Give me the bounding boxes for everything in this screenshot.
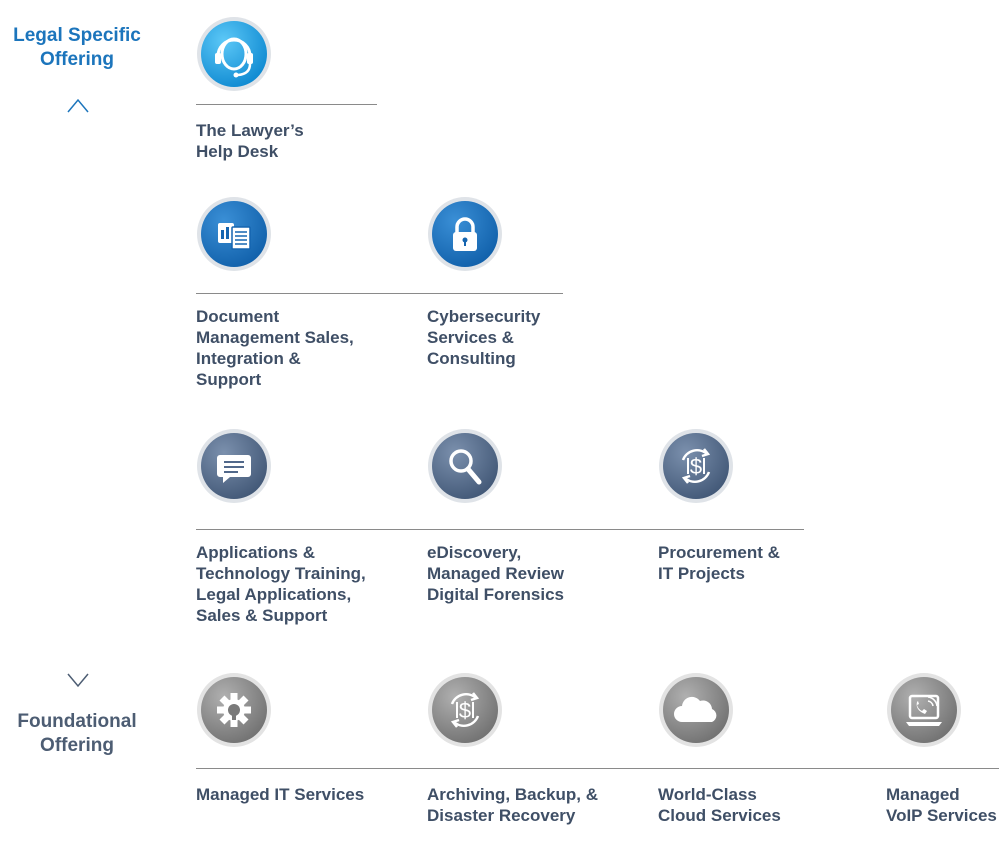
procurement-label: Procurement & IT Projects	[658, 543, 780, 583]
padlock-icon	[427, 196, 503, 272]
ediscovery-label: eDiscovery, Managed Review Digital Foren…	[427, 543, 564, 604]
down-arrow-icon	[67, 673, 89, 688]
svg-text:$: $	[690, 454, 702, 479]
managed-it-services-label: Managed IT Services	[196, 785, 365, 804]
cloud-services-label: World-Class Cloud Services	[658, 785, 781, 825]
tier4-divider	[196, 768, 999, 769]
svg-text:$: $	[459, 698, 471, 723]
archive-cycle-icon: $	[427, 672, 503, 748]
dollar-cycle-icon: $	[658, 428, 734, 504]
magnifier-icon	[427, 428, 503, 504]
offering-axis	[67, 98, 89, 688]
applications-training-label: Applications & Technology Training, Lega…	[196, 543, 366, 625]
headset-icon	[196, 16, 272, 92]
cybersecurity-label: Cybersecurity Services & Consulting	[427, 307, 541, 368]
axis-top-text: Legal Specific Offering	[13, 25, 141, 70]
document-management-icon	[196, 196, 272, 272]
foundational-offering-label: Foundational Offering	[0, 710, 154, 758]
voip-services-label: Managed VoIP Services	[886, 785, 997, 825]
archiving-backup-label: Archiving, Backup, & Disaster Recovery	[427, 785, 598, 825]
tier3-divider	[196, 529, 804, 530]
chat-bubble-icon	[196, 428, 272, 504]
lawyers-help-desk-label: The Lawyer’s Help Desk	[196, 121, 304, 161]
up-arrow-icon	[67, 98, 89, 113]
gear-wrench-icon	[196, 672, 272, 748]
legal-specific-offering-label: Legal Specific Offering	[0, 24, 154, 72]
voip-phone-icon	[886, 672, 962, 748]
document-management-label: Document Management Sales, Integration &…	[196, 307, 354, 389]
axis-bottom-text: Foundational Offering	[17, 711, 137, 756]
tier1-divider	[196, 104, 377, 105]
cloud-icon	[658, 672, 734, 748]
tier2-divider	[196, 293, 563, 294]
